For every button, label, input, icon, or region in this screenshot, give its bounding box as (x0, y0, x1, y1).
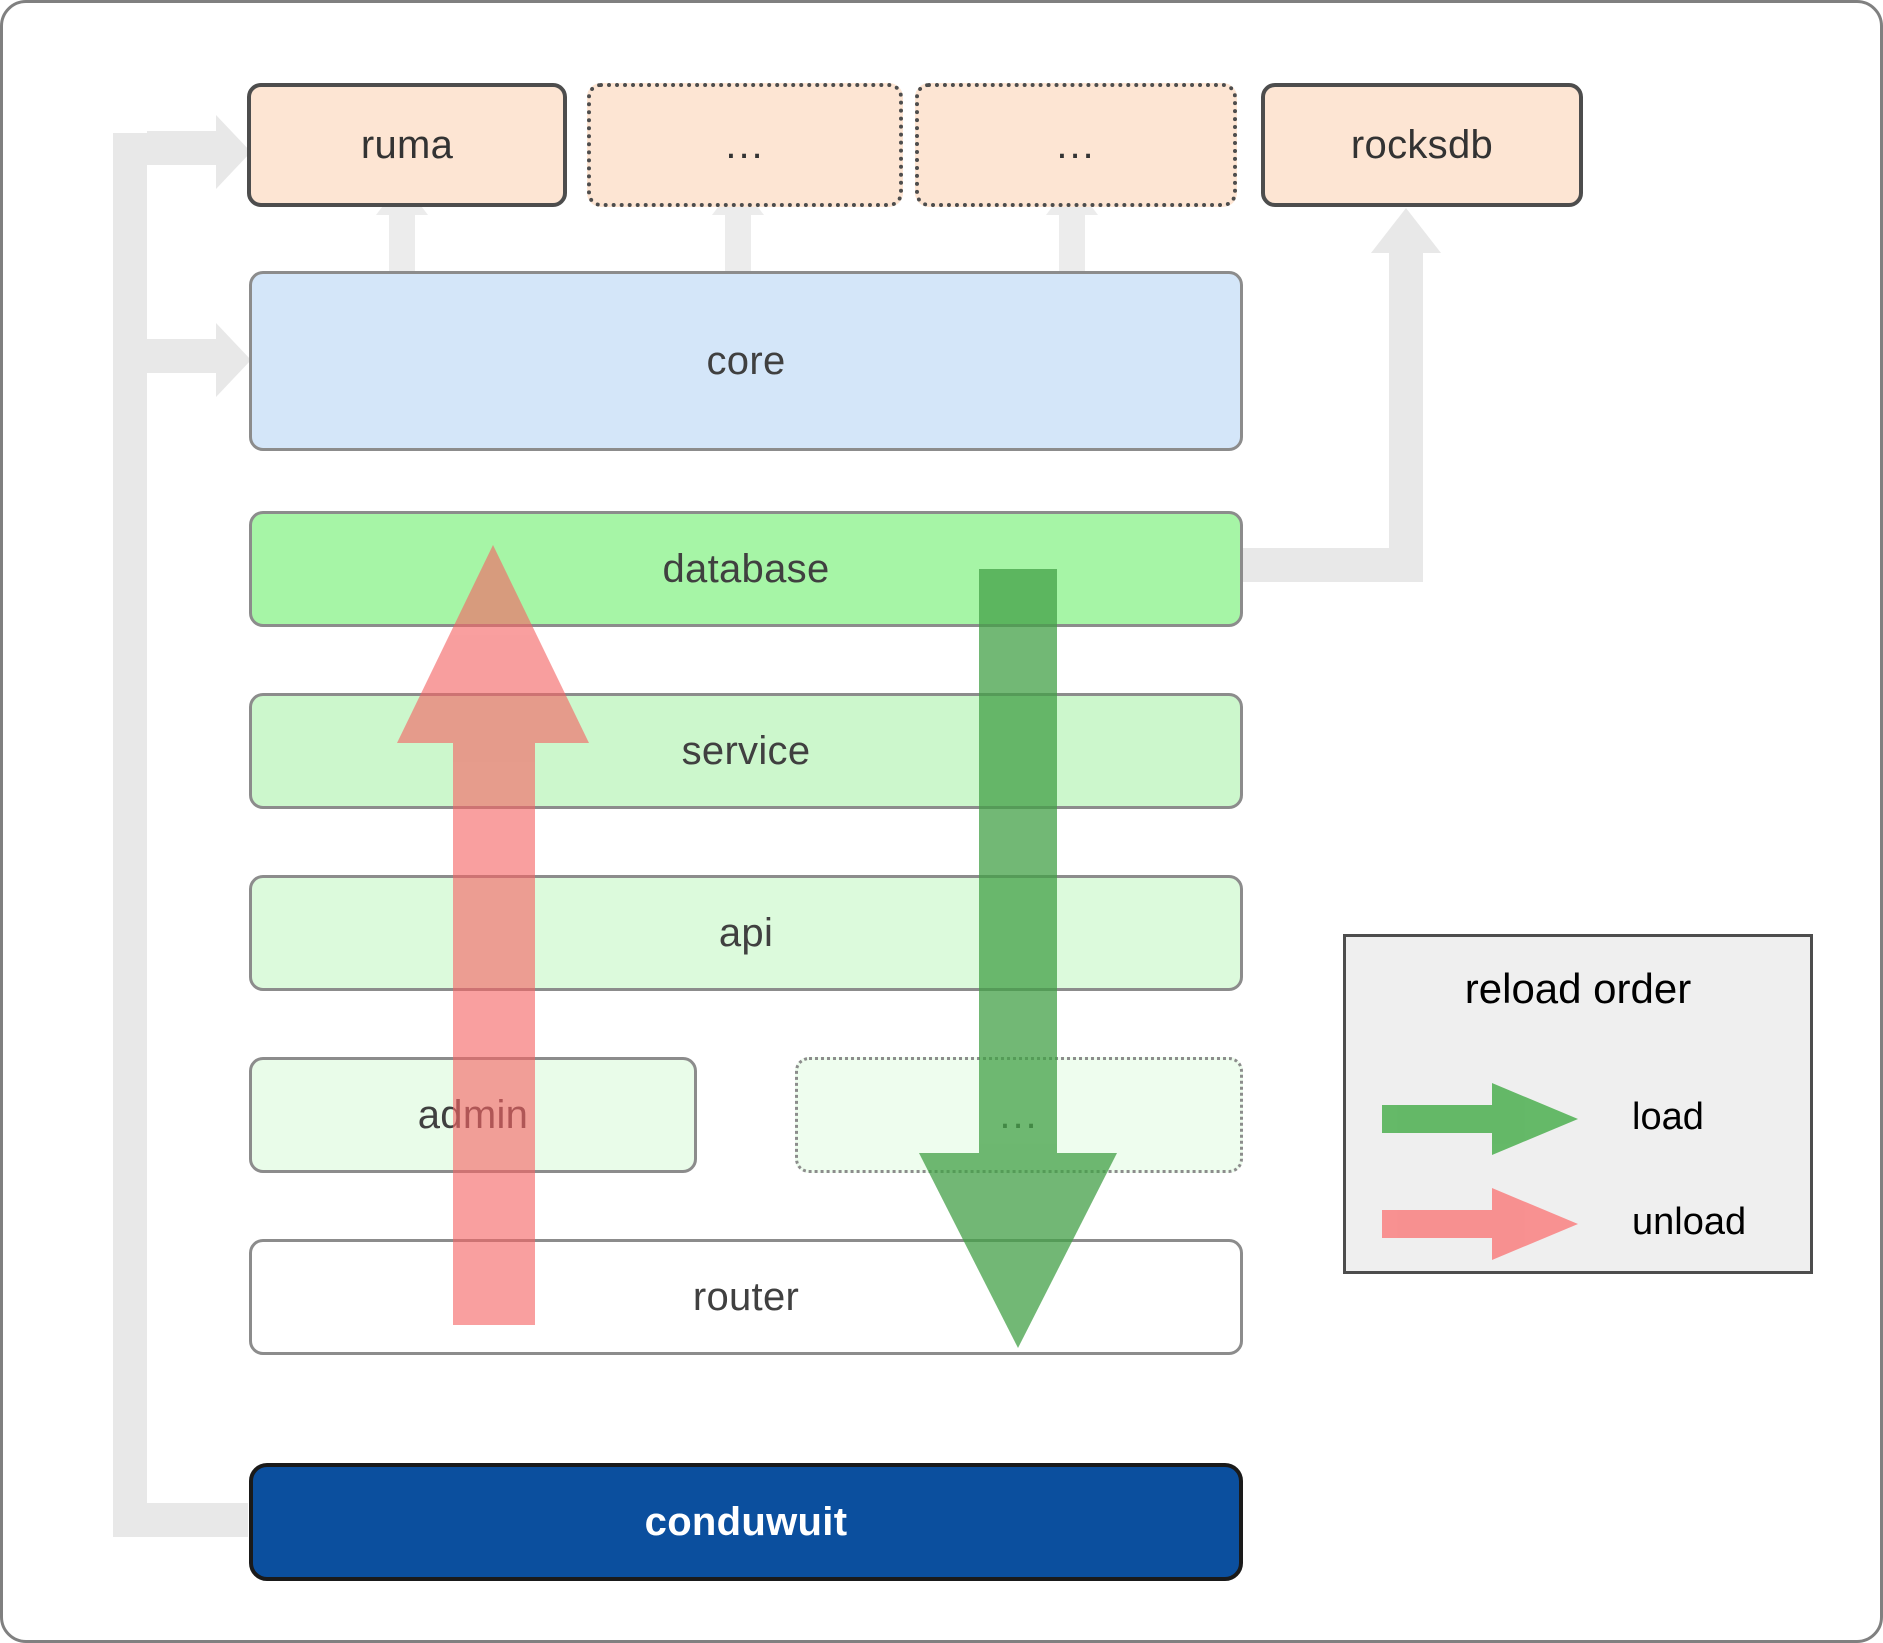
legend-box: reload order load unload (1343, 934, 1813, 1274)
node-database[interactable]: database (249, 511, 1243, 627)
node-stack-ellipsis[interactable]: ... (795, 1057, 1243, 1173)
legend-title: reload order (1464, 965, 1692, 1012)
node-stack-ellipsis-label: ... (999, 1092, 1039, 1137)
legend-item-load: load (1382, 1077, 1704, 1157)
node-router[interactable]: router (249, 1239, 1243, 1355)
node-core[interactable]: core (249, 271, 1243, 451)
node-ruma[interactable]: ruma (247, 83, 567, 207)
node-service[interactable]: service (249, 693, 1243, 809)
node-api[interactable]: api (249, 875, 1243, 991)
node-rocksdb-label: rocksdb (1350, 122, 1494, 167)
legend-item-unload-label: unload (1632, 1200, 1747, 1243)
unload-legend-icon (1382, 1188, 1578, 1260)
node-conduwuit-label: conduwuit (644, 1499, 848, 1544)
arrowhead-to-ruma (216, 115, 251, 189)
legend-item-unload: unload (1382, 1182, 1746, 1262)
node-top-ellipsis-1-label: ... (725, 122, 765, 167)
node-api-label: api (718, 910, 774, 955)
node-rocksdb[interactable]: rocksdb (1261, 83, 1583, 207)
node-conduwuit[interactable]: conduwuit (249, 1463, 1243, 1581)
node-core-label: core (706, 338, 786, 383)
load-legend-icon (1382, 1083, 1578, 1155)
node-ruma-label: ruma (360, 122, 454, 167)
connector-arrows (113, 115, 1441, 1537)
node-top-ellipsis-2[interactable]: ... (915, 83, 1237, 207)
node-service-label: service (681, 728, 811, 773)
arrowhead-to-rocksdb (1371, 208, 1441, 253)
legend-item-load-label: load (1632, 1095, 1704, 1138)
node-admin[interactable]: admin (249, 1057, 697, 1173)
node-top-ellipsis-1[interactable]: ... (587, 83, 903, 207)
arrowhead-to-core (216, 323, 251, 397)
node-admin-label: admin (417, 1092, 529, 1137)
node-router-label: router (692, 1274, 800, 1319)
node-top-ellipsis-2-label: ... (1056, 122, 1096, 167)
node-database-label: database (662, 546, 830, 591)
